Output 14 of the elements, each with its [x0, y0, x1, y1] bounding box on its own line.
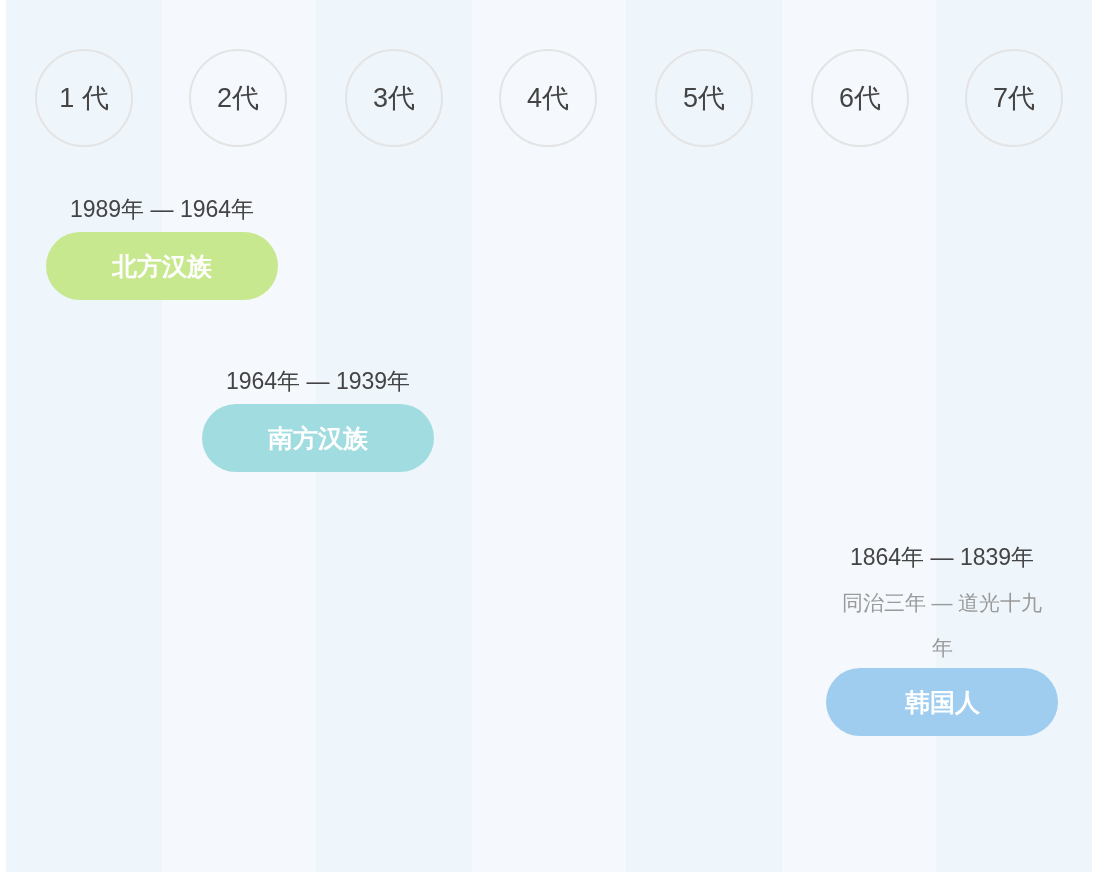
- era-range: 同治三年 — 道光十九年: [840, 590, 1044, 661]
- generation-circle: 1 代: [35, 49, 133, 147]
- period-bar: 韩国人: [826, 668, 1058, 736]
- generation-circle: 3代: [345, 49, 443, 147]
- generation-circle: 4代: [499, 49, 597, 147]
- generation-circle: 2代: [189, 49, 287, 147]
- date-range: 1989年 — 1964年: [69, 195, 255, 224]
- period-bar: 南方汉族: [202, 404, 434, 472]
- generation-circle: 6代: [811, 49, 909, 147]
- generation-circle: 7代: [965, 49, 1063, 147]
- date-range: 1864年 — 1839年: [849, 543, 1035, 572]
- date-range: 1964年 — 1939年: [225, 367, 411, 396]
- period-bar: 北方汉族: [46, 232, 278, 300]
- generation-circle: 5代: [655, 49, 753, 147]
